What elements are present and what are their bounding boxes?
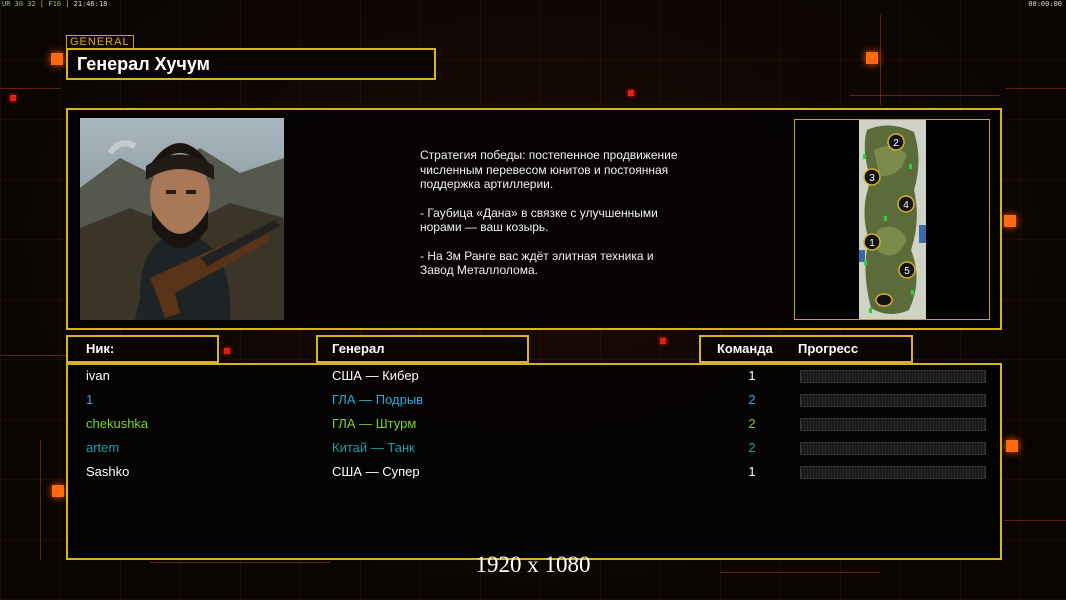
column-header-team-progress: Команда Прогресс (699, 335, 913, 363)
decor-line (880, 15, 881, 105)
decor-square (628, 90, 634, 96)
decor-line (1004, 520, 1066, 521)
player-nick: chekushka (86, 416, 149, 431)
general-tag: GENERAL (66, 35, 134, 49)
column-header-general: Генерал (316, 335, 529, 363)
hud-stats: UR 30 32 [ F10 ] 21:46:18 (2, 0, 107, 8)
column-header-nick: Ник: (66, 335, 219, 363)
decor-square (660, 338, 666, 344)
player-progress-bar (800, 418, 986, 431)
column-team-label: Команда (717, 341, 773, 356)
decor-line (0, 355, 70, 356)
decor-line (850, 95, 1000, 96)
resolution-label: 1920 x 1080 (475, 552, 591, 577)
decor-square (51, 53, 63, 65)
start-position-5: 5 (904, 266, 910, 277)
player-general: ГЛА — Подрыв (332, 392, 424, 407)
start-position-2: 2 (893, 138, 899, 149)
player-row: artem Китай — Танк 2 (68, 438, 1000, 460)
player-team: 2 (748, 440, 756, 455)
hud-clock: 21:46:18 (73, 0, 108, 8)
general-name: Генерал Хучум (77, 54, 210, 74)
decor-line (0, 88, 60, 89)
hud-timer: 00:00:00 (1028, 0, 1062, 8)
decor-line (1006, 88, 1066, 89)
players-list: ivan США — Кибер 1 1 ГЛА — Подрыв 2 chek… (66, 363, 1002, 560)
player-nick: artem (86, 440, 120, 455)
decor-square (1004, 215, 1016, 227)
player-nick: ivan (86, 368, 110, 383)
column-general-label: Генерал (332, 341, 385, 356)
player-general: Китай — Танк (332, 440, 415, 455)
player-nick: 1 (86, 392, 94, 407)
player-team: 1 (748, 464, 756, 479)
start-position-3: 3 (869, 173, 875, 184)
decor-square (866, 52, 878, 64)
tip-text-2: - На 3м Ранге вас ждёт элитная техника и… (420, 248, 654, 278)
portrait-image (80, 118, 284, 320)
player-team: 2 (748, 392, 756, 407)
start-position-1: 1 (869, 238, 875, 249)
column-progress-label: Прогресс (798, 341, 859, 356)
player-general: США — Кибер (332, 368, 419, 383)
column-nick-label: Ник: (86, 341, 115, 356)
decor-square (224, 348, 230, 354)
start-position-markers: 2 3 4 1 5 (863, 133, 916, 307)
general-info-panel: Стратегия победы: постепенное продвижени… (66, 108, 1002, 330)
player-row: chekushka ГЛА — Штурм 2 (68, 414, 1000, 436)
player-row: 1 ГЛА — Подрыв 2 (68, 390, 1000, 412)
player-team: 1 (748, 368, 756, 383)
general-description: Стратегия победы: постепенное продвижени… (420, 148, 680, 292)
decor-line (40, 440, 41, 560)
general-portrait (80, 118, 284, 320)
decor-line (150, 562, 330, 563)
player-progress-bar (800, 370, 986, 383)
player-progress-bar (800, 394, 986, 407)
player-team: 2 (748, 416, 756, 431)
hud-stats-text: UR 30 32 [ F10 ] (2, 0, 70, 8)
player-progress-bar (800, 466, 986, 479)
tip-text-1: - Гаубица «Дана» в связке с улучшенными … (420, 205, 658, 235)
player-row: Sashko США — Супер 1 (68, 462, 1000, 484)
strategy-text: Стратегия победы: постепенное продвижени… (420, 148, 678, 191)
decor-square (10, 95, 16, 101)
decor-square (1006, 440, 1018, 452)
player-progress-bar (800, 442, 986, 455)
map-terrain: 2 3 4 1 5 (859, 120, 926, 319)
start-position-4: 4 (903, 200, 909, 211)
decor-line (720, 572, 880, 573)
general-title-box: Генерал Хучум (66, 48, 436, 80)
map-preview: 2 3 4 1 5 (794, 119, 990, 320)
player-nick: Sashko (86, 464, 130, 479)
decor-square (52, 485, 64, 497)
player-general: США — Супер (332, 464, 420, 479)
player-general: ГЛА — Штурм (332, 416, 417, 431)
player-row: ivan США — Кибер 1 (68, 366, 1000, 388)
